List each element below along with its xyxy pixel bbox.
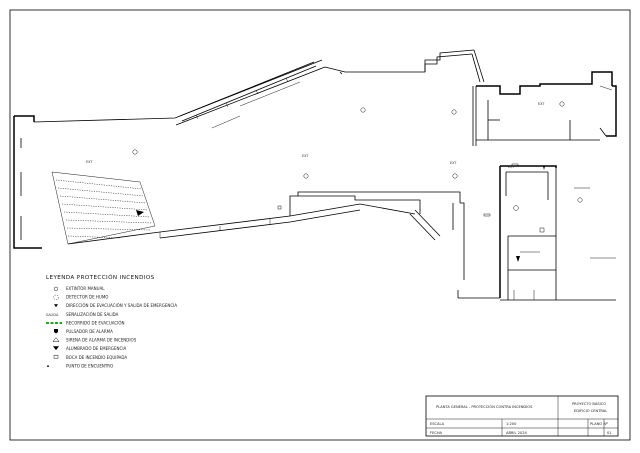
room-label-b: EXT <box>302 154 309 158</box>
legend-item-label: DIRECCIÓN DE EVACUACIÓN Y SALIDA DE EMER… <box>66 303 177 308</box>
alarm-push-icon <box>543 166 545 170</box>
drawing-title: PLANTA GENERAL - PROTECCIÓN CONTRA INCEN… <box>436 404 533 409</box>
arrow-icon <box>136 210 144 216</box>
legend-item: PUNTO DE ENCUENTRO <box>47 363 113 368</box>
legend-title: LEYENDA PROTECCIÓN INCENDIOS <box>46 274 155 281</box>
legend-item: DIRECCIÓN DE EVACUACIÓN Y SALIDA DE EMER… <box>54 303 177 308</box>
detector-icon <box>53 294 59 301</box>
left-building <box>13 59 416 249</box>
sheet-border <box>9 9 631 441</box>
extinguisher-icon <box>132 149 138 155</box>
legend-item: SALIDA SEÑALIZACIÓN DE SALIDA <box>46 312 119 317</box>
right-lower-building <box>499 165 616 301</box>
bell-icon <box>52 337 60 342</box>
light-icon <box>53 346 59 351</box>
legend-item-label: RECORRIDO DE EVACUACIÓN <box>66 320 125 325</box>
legend-item: DETECTOR DE HUMO <box>53 294 108 301</box>
exit-sign-icon: SALIDA <box>46 313 59 317</box>
light-icon <box>511 163 519 167</box>
arrow-icon <box>516 256 520 262</box>
exit-sign-symbol: SALIDA <box>46 313 59 317</box>
room-label-d: EXT <box>538 102 545 106</box>
legend-item: BOCA DE INCENDIO EQUIPADA <box>53 354 127 360</box>
legend-item-label: DETECTOR DE HUMO <box>66 295 108 300</box>
room-label-a: EXT <box>86 160 93 164</box>
legend: LEYENDA PROTECCIÓN INCENDIOS EXTINTOR MA… <box>46 274 177 368</box>
legend-item-label: PUNTO DE ENCUENTRO <box>66 363 113 368</box>
legend-item-label: EXTINTOR MANUAL <box>66 286 105 291</box>
legend-item: PULSADOR DE ALARMA <box>54 329 113 334</box>
plan-symbols: EXT EXT EXT EXT EXT <box>86 85 613 262</box>
title-block-frame <box>425 395 619 437</box>
legend-item: ALUMBRADO DE EMERGENCIA <box>53 346 126 351</box>
alarm-push-icon <box>54 329 58 334</box>
legend-item: RECORRIDO DE EVACUACIÓN <box>46 320 125 325</box>
legend-item: EXTINTOR MANUAL <box>53 286 105 291</box>
legend-item-label: PULSADOR DE ALARMA <box>66 329 113 334</box>
extinguisher-icon <box>452 173 458 179</box>
sheet-number-label: PLANO Nº <box>590 422 608 426</box>
extinguisher-icon <box>360 107 366 113</box>
room-label-e: EXT <box>508 165 515 169</box>
legend-item-label: SEÑALIZACIÓN DE SALIDA <box>66 312 119 317</box>
light-icon <box>599 85 613 91</box>
extinguisher-icon <box>559 101 565 107</box>
extinguisher-icon <box>577 197 583 203</box>
center-area <box>289 49 500 299</box>
sheet-number: 01 <box>607 431 612 435</box>
hydrant-icon <box>53 354 59 359</box>
date-label: FECHA <box>430 431 443 435</box>
scale-label: ESCALA <box>430 422 445 426</box>
light-icon <box>277 205 282 210</box>
room-label-c: EXT <box>450 161 457 165</box>
scale-value: 1:200 <box>506 422 517 426</box>
light-icon <box>483 213 491 217</box>
extinguisher-icon <box>451 109 457 115</box>
arrow-icon <box>54 304 58 308</box>
point-icon <box>47 365 49 368</box>
legend-items: EXTINTOR MANUAL DETECTOR DE HUMO DIRECCIÓN… <box>46 286 177 368</box>
upper-hatched-strip <box>179 61 317 129</box>
title-block: PLANTA GENERAL - PROTECCIÓN CONTRA INCEN… <box>425 395 619 437</box>
legend-item: SIRENA DE ALARMA DE INCENDIOS <box>52 337 137 343</box>
legend-item-label: SIRENA DE ALARMA DE INCENDIOS <box>66 338 137 343</box>
project-subtitle: EDIFICIO CENTRAL <box>574 409 607 413</box>
legend-item-label: BOCA DE INCENDIO EQUIPADA <box>66 355 127 360</box>
project-name: PROYECTO BÁSICO <box>572 401 606 406</box>
hydrant-icon <box>539 227 545 233</box>
extinguisher-icon <box>53 286 59 291</box>
legend-item-label: ALUMBRADO DE EMERGENCIA <box>66 346 126 351</box>
extinguisher-icon <box>303 173 309 179</box>
date-value: ABRIL 2024 <box>506 431 527 435</box>
right-upper-building <box>476 71 617 141</box>
detector-icon <box>513 205 519 211</box>
